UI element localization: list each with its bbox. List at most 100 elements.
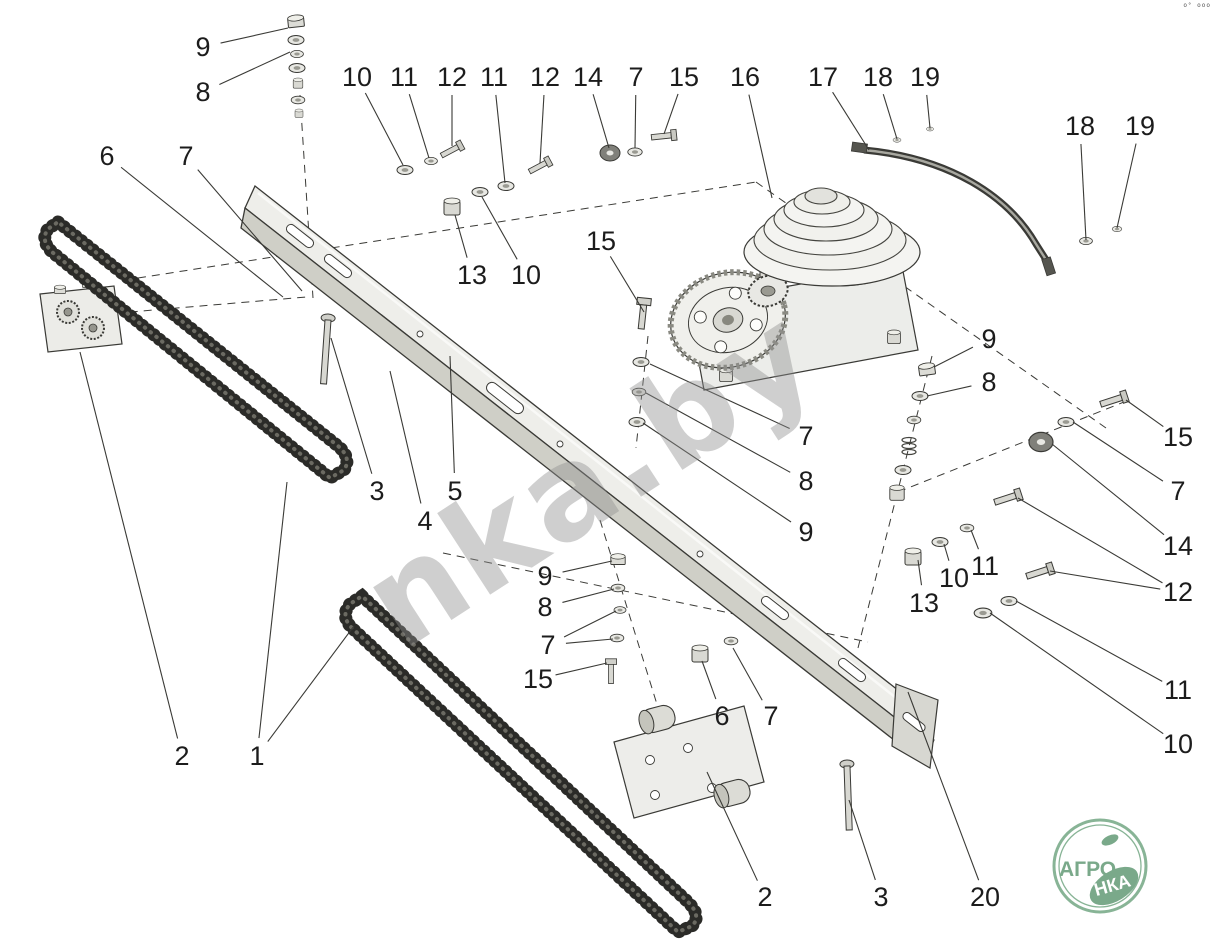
leader-line xyxy=(701,660,717,700)
leader-line xyxy=(454,214,468,258)
leader-line xyxy=(907,691,980,881)
logo-inner-ring-icon xyxy=(1058,824,1142,908)
guide-line xyxy=(442,552,869,643)
callout-11: 11 xyxy=(480,62,508,92)
roller-chain-lower xyxy=(339,587,703,939)
brand-logo-graphic: АГРО НКА xyxy=(1052,818,1148,914)
leader-line xyxy=(562,588,615,603)
guard-strap xyxy=(850,141,1057,277)
callout-20: 20 xyxy=(970,882,1000,912)
callout-7: 7 xyxy=(178,141,193,171)
callout-19: 19 xyxy=(1125,111,1155,141)
leader-line xyxy=(258,481,288,739)
brand-logo: АГРО НКА xyxy=(1050,816,1150,916)
leader-line xyxy=(663,93,679,135)
leader-line xyxy=(989,612,1164,735)
callout-4: 4 xyxy=(417,506,432,536)
leader-line xyxy=(649,363,790,429)
leader-line xyxy=(495,94,506,184)
guide-line xyxy=(599,519,669,741)
leader-line xyxy=(592,94,610,149)
callout-15: 15 xyxy=(1163,422,1193,452)
callout-2: 2 xyxy=(757,882,772,912)
leader-line xyxy=(555,662,608,676)
leader-line xyxy=(539,94,545,164)
leader-line xyxy=(926,385,972,397)
callout-11: 11 xyxy=(1164,675,1192,705)
callout-8: 8 xyxy=(537,592,552,622)
callout-9: 9 xyxy=(537,561,552,591)
callout-14: 14 xyxy=(1163,531,1193,561)
roller xyxy=(713,778,751,809)
leader-line xyxy=(882,94,898,140)
guide-line xyxy=(137,181,757,279)
leader-line xyxy=(1051,443,1165,536)
callout-13: 13 xyxy=(457,260,487,290)
tensioner-plate xyxy=(39,278,123,353)
leader-line xyxy=(917,559,923,586)
callout-11: 11 xyxy=(971,551,999,581)
callout-7: 7 xyxy=(1170,476,1185,506)
leader-line xyxy=(1072,421,1164,482)
callout-7: 7 xyxy=(763,701,778,731)
corner-marks: о° ооо xyxy=(1183,2,1211,9)
leader-line xyxy=(926,94,931,129)
leader-line xyxy=(562,560,613,573)
leader-line xyxy=(79,351,179,739)
small-leaf-icon xyxy=(1101,834,1119,846)
callout-18: 18 xyxy=(863,62,893,92)
leader-line xyxy=(706,771,758,881)
leader-line xyxy=(832,91,870,151)
leader-line xyxy=(609,256,645,313)
leader-line xyxy=(481,196,518,260)
leader-line xyxy=(220,27,289,44)
leader-line xyxy=(120,166,284,298)
callout-1: 1 xyxy=(249,741,264,771)
callout-7: 7 xyxy=(628,62,643,92)
callout-7: 7 xyxy=(798,421,813,451)
leader-line xyxy=(642,422,792,523)
belt-pulley xyxy=(743,187,921,287)
leader-line xyxy=(330,337,373,474)
callout-3: 3 xyxy=(873,882,888,912)
leader-line xyxy=(449,355,455,474)
callout-7: 7 xyxy=(540,630,555,660)
end-bracket xyxy=(891,683,939,769)
callout-15: 15 xyxy=(586,226,616,256)
leader-line xyxy=(943,543,950,561)
logo-word-1: АГРО xyxy=(1059,858,1116,881)
callout-16: 16 xyxy=(730,62,760,92)
leader-line xyxy=(848,799,876,881)
callout-6: 6 xyxy=(714,701,729,731)
leader-line xyxy=(933,346,974,368)
callout-12: 12 xyxy=(437,62,467,92)
callout-2: 2 xyxy=(174,741,189,771)
leader-line xyxy=(970,529,979,550)
leader-line xyxy=(748,94,773,199)
callout-9: 9 xyxy=(195,32,210,62)
callout-9: 9 xyxy=(981,324,996,354)
callout-12: 12 xyxy=(1163,577,1193,607)
leader-line xyxy=(1049,570,1161,590)
callout-15: 15 xyxy=(523,664,553,694)
leader-line xyxy=(219,51,291,85)
main-beam xyxy=(240,184,935,761)
leader-line xyxy=(1080,143,1087,241)
alignment-guides xyxy=(59,94,1125,741)
callout-5: 5 xyxy=(447,476,462,506)
leader-line xyxy=(1015,600,1163,682)
callout-9: 9 xyxy=(798,517,813,547)
callout-10: 10 xyxy=(939,563,969,593)
hardware-parts xyxy=(286,13,1130,831)
leader-lines xyxy=(79,27,1165,881)
callout-17: 17 xyxy=(808,62,838,92)
leader-line xyxy=(197,169,303,292)
roller xyxy=(638,704,676,735)
callout-6: 6 xyxy=(99,141,114,171)
leader-line xyxy=(1116,143,1137,229)
leader-line xyxy=(563,610,617,638)
callout-8: 8 xyxy=(195,77,210,107)
